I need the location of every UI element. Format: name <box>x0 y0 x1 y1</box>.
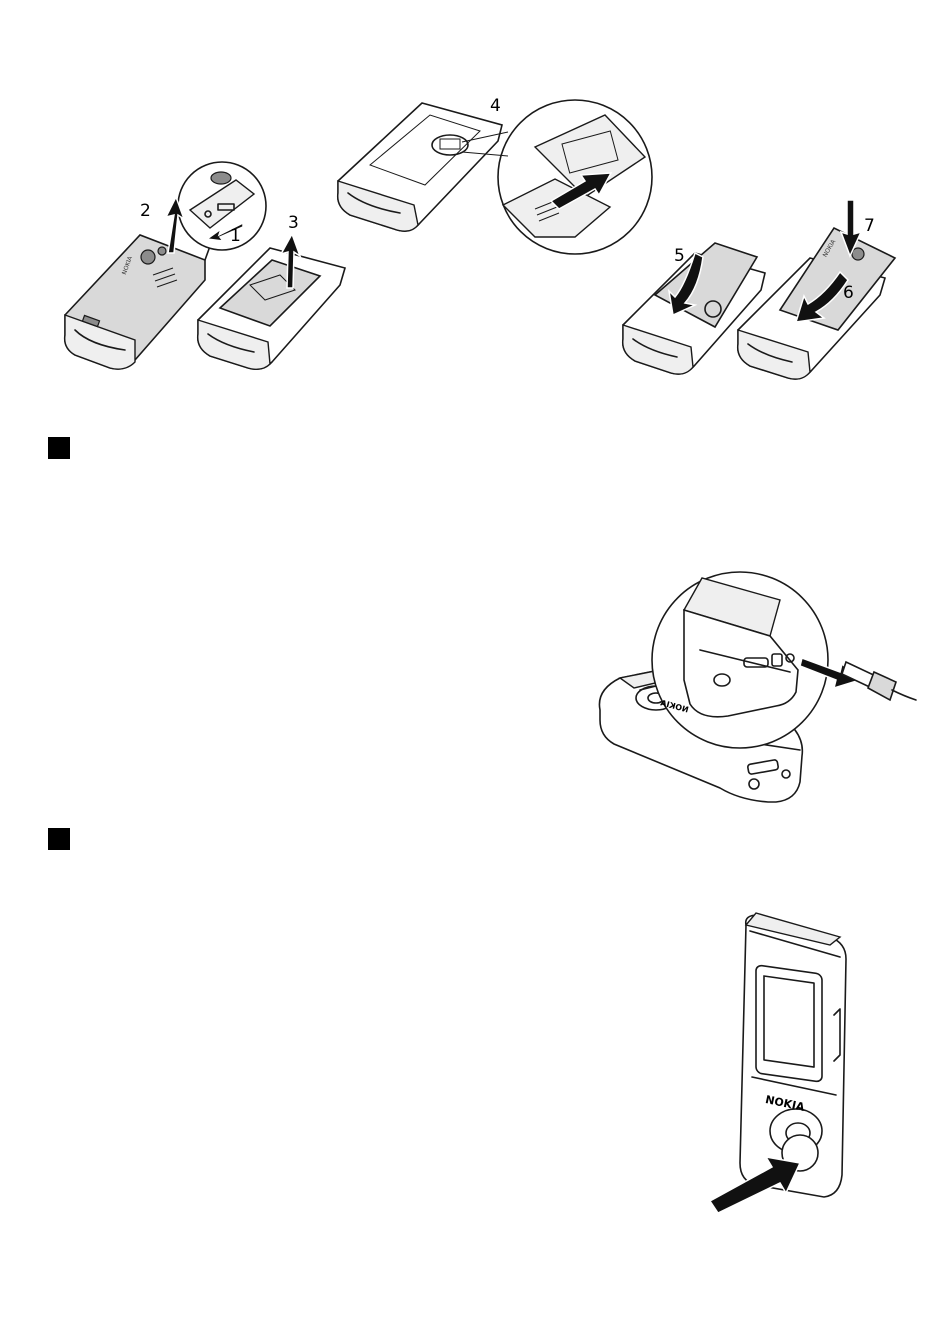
step-5-label: 5 <box>674 248 685 265</box>
step-3-label: 3 <box>288 215 299 232</box>
charger-illustration: NOKIA <box>590 570 920 810</box>
step-7-label: 7 <box>864 218 875 235</box>
arrow-icon <box>278 232 304 290</box>
arrow-icon <box>160 195 190 255</box>
step-6-label: 6 <box>843 285 854 302</box>
phone-cover-replacement-drawing <box>730 210 905 390</box>
zoom-connector-line <box>460 130 510 160</box>
section-marker-1 <box>48 437 70 459</box>
phone-front-drawing <box>700 905 870 1215</box>
phone-battery-removal-drawing <box>190 230 360 380</box>
step-2-label: 2 <box>140 203 151 220</box>
sim-install-illustration: NOKIA 1 2 3 <box>0 0 950 400</box>
phone-sim-insertion-drawing <box>330 95 510 245</box>
arrow-icon <box>838 198 864 258</box>
step-4-label: 4 <box>490 98 501 115</box>
phone-charger-drawing <box>590 570 920 810</box>
sim-slot-zoom-circle <box>495 97 655 257</box>
section-marker-2 <box>48 828 70 850</box>
power-key-illustration: NOKIA <box>700 905 870 1215</box>
